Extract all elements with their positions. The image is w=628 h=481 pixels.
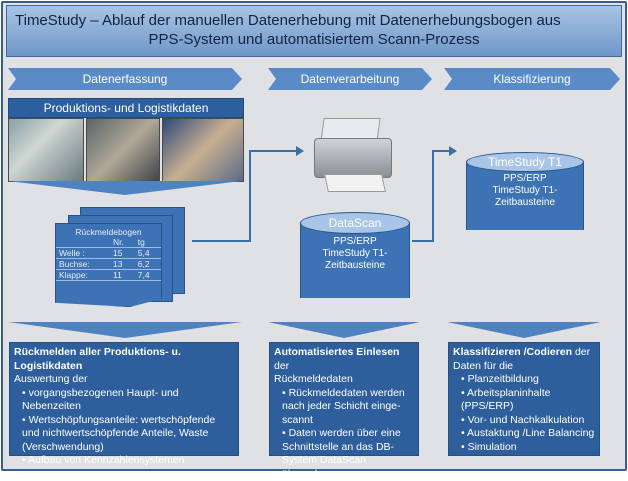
datascan-database: PPS/ERP TimeStudy T1- Zeitbausteine Data… [300, 212, 410, 298]
phase-klassifizierung: Klassifizierung [444, 68, 620, 90]
connector-line [432, 150, 450, 152]
datascan-label: DataScan [300, 212, 410, 234]
box-heading-rest: der [572, 346, 591, 358]
db-line: Zeitbausteine [494, 197, 556, 208]
logistics-photo [162, 118, 244, 182]
box-bullet: Planzeitbildung [461, 373, 595, 387]
diagram-title: TimeStudy – Ablauf der manuellen Datener… [6, 5, 622, 57]
box-bullet: Austaktung /Line Balancing [461, 427, 595, 441]
db-line: TimeStudy T1- [322, 248, 388, 259]
row-tg: 7,4 [134, 269, 161, 281]
connector-line [249, 150, 251, 242]
title-line-2: PPS-System und automatisiertem Scann-Pro… [148, 31, 480, 48]
row-name: Welle : [56, 247, 110, 259]
row-nr: 15 [109, 247, 135, 259]
form-col-nr: Nr. [109, 237, 135, 248]
phase-datenverarbeitung: Datenverarbeitung [268, 68, 432, 90]
box-subheading: Rückmeldedaten [274, 373, 353, 385]
row-name: Klappe: [56, 269, 110, 281]
description-box-processing: Automatisiertes Einlesen der Rückmeldeda… [269, 342, 419, 480]
box-heading-rest: der [274, 359, 290, 372]
box-heading: Klassifizieren /Codieren [453, 346, 573, 358]
box-heading: Rückmelden aller Produktions- u. Logisti… [14, 346, 181, 372]
connector-line [192, 240, 250, 242]
box-bullet: Arbeitsplaninhalte (PPS/ERP) [461, 387, 595, 414]
connector-line [432, 150, 434, 242]
box-bullet: Aufbau von Kennzahlensystemen [22, 454, 234, 468]
description-box-classification: Klassifizieren /Codieren der Daten für d… [448, 342, 600, 456]
connector-line [412, 240, 434, 242]
box-heading: Automatisiertes Einlesen [274, 346, 400, 358]
db-line: Zeitbausteine [324, 260, 386, 271]
row-nr: 11 [109, 269, 135, 281]
box-bullet: vorgangsbezogenen Haupt- und Nebenzeiten [22, 387, 234, 414]
row-tg: 5,4 [134, 247, 161, 259]
row-name: Buchse: [56, 258, 110, 270]
production-photo-1 [8, 118, 84, 182]
db-line: PPS/ERP [503, 173, 547, 184]
phase-datenerfassung: Datenerfassung [8, 68, 242, 90]
arrow-head-icon [449, 146, 457, 156]
db-line: TimeStudy T1- [492, 185, 558, 196]
row-nr: 13 [109, 258, 135, 270]
row-tg: 6,2 [134, 258, 161, 270]
description-box-capture: Rückmelden aller Produktions- u. Logisti… [9, 342, 239, 466]
db-line: PPS/ERP [333, 236, 377, 247]
timestudy-database: PPS/ERP TimeStudy T1- Zeitbausteine Time… [466, 152, 584, 230]
form-title: Rückmeldebogen [75, 227, 142, 237]
production-photo-2 [86, 118, 160, 182]
connector-line [249, 150, 297, 152]
title-line-1: TimeStudy – Ablauf der manuellen Datener… [15, 12, 561, 29]
arrow-head-icon [296, 146, 304, 156]
form-col-tg: tg [134, 237, 161, 248]
box-bullet: Vor- und Nachkalkulation [461, 414, 595, 428]
box-subheading: Auswertung der [14, 373, 88, 385]
scanner-icon [312, 118, 392, 194]
box-bullet: Daten werden über eine Schnittstelle an … [282, 427, 414, 481]
box-bullet: Wertschöpfungsanteile: wertschöpfende un… [22, 414, 234, 455]
box-bullet: Rückmeldedaten werden nach jeder Schicht… [282, 387, 414, 428]
timestudy-label: TimeStudy T1 [466, 152, 584, 172]
box-subheading: Daten für die [453, 359, 514, 372]
box-bullet: Simulation [461, 441, 595, 455]
capture-header: Produktions- und Logistikdaten [8, 98, 244, 118]
